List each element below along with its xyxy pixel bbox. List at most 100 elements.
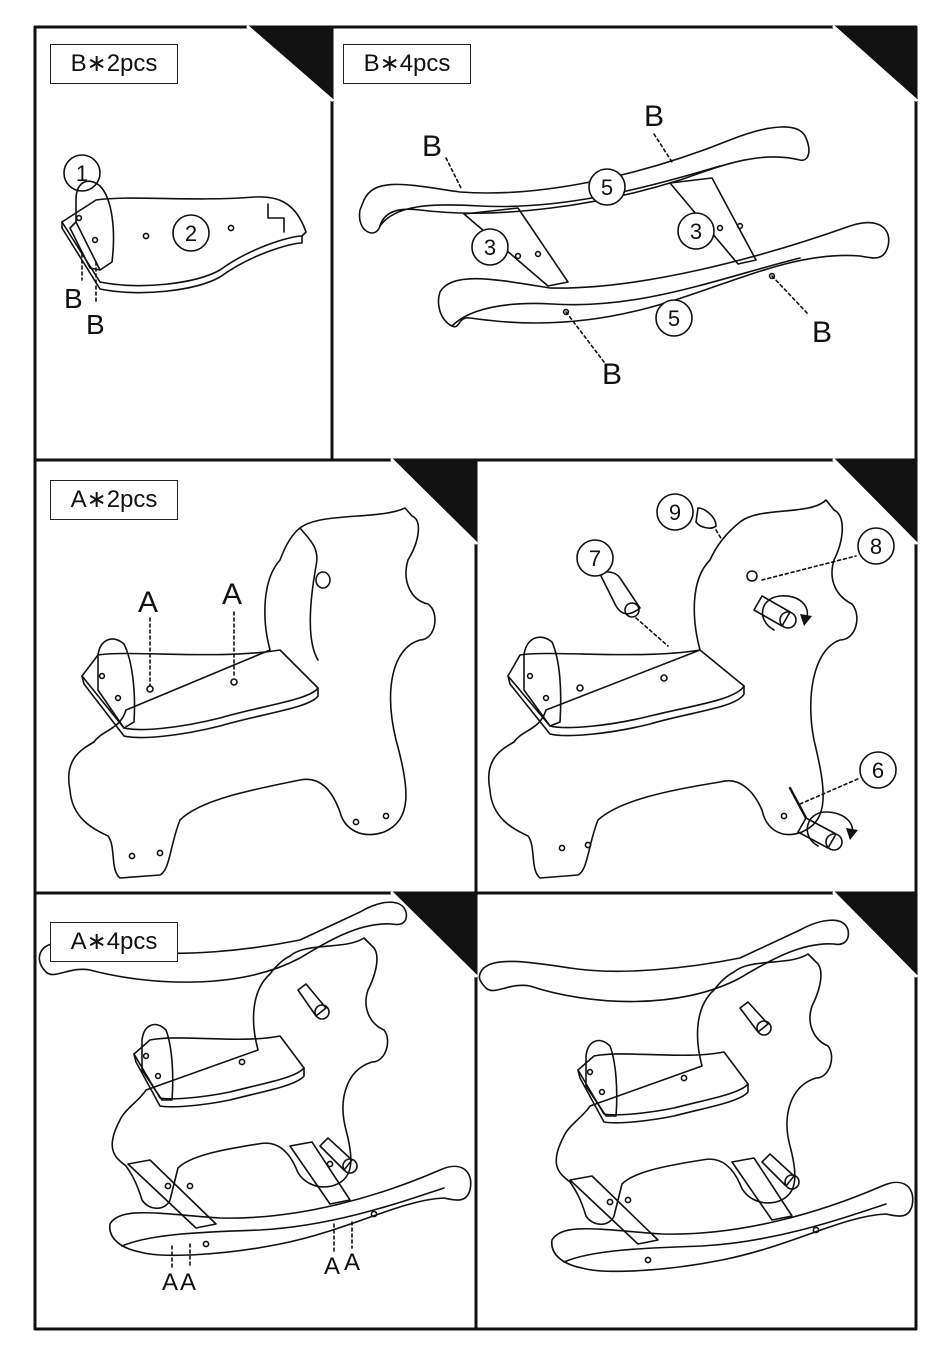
rocker-front-edge: [564, 1204, 886, 1262]
screw-hole: [203, 1241, 208, 1246]
screw-hole: [585, 842, 590, 847]
callout-1-text: 1: [76, 161, 88, 186]
letter-b: B: [812, 316, 832, 349]
screw-hole: [600, 1090, 605, 1095]
screw-hole: [516, 254, 521, 259]
letter-a: A: [162, 1269, 178, 1296]
screw-hole: [231, 679, 237, 685]
screw-hole: [239, 1059, 244, 1064]
horse-body: [69, 508, 435, 878]
letter-b: B: [86, 309, 105, 340]
screw-hole: [371, 1211, 376, 1216]
rocker-front-edge: [452, 258, 800, 326]
seat-board: [134, 1036, 304, 1099]
letter-b: B: [644, 100, 664, 133]
screw-hole: [625, 1197, 630, 1202]
leader-line: [762, 556, 856, 580]
letter-a: A: [344, 1249, 360, 1276]
screw-hole: [157, 850, 162, 855]
handle-dowel-7: [600, 572, 640, 614]
screw-hole: [577, 685, 583, 691]
screw-hole: [781, 813, 786, 818]
screw-hole: [661, 675, 667, 681]
crossbar: [570, 1176, 658, 1244]
letter-a: A: [324, 1253, 340, 1280]
leader-line: [716, 530, 722, 540]
screw-hole: [144, 1054, 149, 1059]
screw-hole: [156, 1074, 161, 1079]
screw-peg: [790, 788, 806, 818]
panel-3-label: A∗2pcs: [50, 480, 178, 520]
letter-b: B: [422, 130, 442, 163]
callout-5-front: 5: [656, 300, 692, 336]
panel-2-label: B∗4pcs: [343, 44, 471, 84]
leader-line: [654, 134, 672, 162]
callout-6-text: 6: [872, 758, 884, 783]
screw-hole: [645, 1257, 650, 1262]
callout-5-text: 5: [601, 175, 613, 200]
screw-hole: [738, 224, 743, 229]
callout-5-back: 5: [589, 169, 625, 205]
seat-board-edge: [82, 676, 318, 738]
backrest: [586, 1041, 617, 1116]
leader-line: [800, 778, 860, 804]
screw-hole: [129, 853, 134, 858]
seat-board: [578, 1052, 748, 1115]
dowel-end: [785, 1175, 799, 1189]
crossbar: [732, 1158, 792, 1220]
callout-5-text: 5: [668, 306, 680, 331]
callout-7-text: 7: [589, 546, 601, 571]
leader-line: [772, 276, 808, 314]
callout-3-right: 3: [678, 213, 714, 249]
leader-line: [636, 618, 668, 646]
horse-body: [489, 500, 857, 878]
seat-notch: [268, 204, 284, 232]
screw-hole: [813, 1227, 818, 1232]
callout-2-text: 2: [185, 221, 197, 246]
screw-hole: [187, 1183, 192, 1188]
callout-1: 1: [64, 155, 100, 191]
handle-dowel: [298, 984, 326, 1016]
callout-9-text: 9: [669, 500, 681, 525]
panel-1-label: B∗2pcs: [50, 44, 178, 84]
backrest: [524, 637, 561, 726]
screw-hole: [147, 686, 153, 692]
screw-hole: [143, 233, 148, 238]
rocker-front: [110, 1166, 471, 1255]
screw-hole: [681, 1075, 686, 1080]
callout-6: 6: [860, 752, 896, 788]
handle-hole: [316, 572, 330, 588]
screw-hole: [77, 216, 82, 221]
letter-b: B: [602, 358, 622, 391]
screw-peg: [747, 571, 757, 581]
foot-dowel: [798, 818, 836, 848]
callout-3-text: 3: [484, 235, 496, 260]
panel-3-drawing: A A: [69, 508, 435, 878]
panel-1-drawing: 1 2 B B: [62, 155, 306, 340]
callout-3-left: 3: [472, 229, 508, 265]
screw-hole: [718, 226, 723, 231]
panel-2-drawing: 5 5 3 3 B B B B: [359, 100, 888, 391]
rocker-back: [479, 920, 848, 1001]
corner-triangle-icon: [248, 27, 916, 976]
rocker-front: [552, 1182, 913, 1271]
foot-dowel: [762, 1154, 794, 1186]
rocker-back-edge: [380, 166, 720, 226]
leader-line: [446, 158, 462, 190]
screw-hole: [559, 845, 564, 850]
callout-2: 2: [173, 215, 209, 251]
screw-hole: [228, 225, 233, 230]
screw-hole: [327, 1161, 332, 1166]
screw-hole: [116, 696, 121, 701]
screw-hole: [536, 252, 541, 257]
screw-hole: [607, 1199, 612, 1204]
callout-9: 9: [657, 494, 693, 530]
callout-3-text: 3: [690, 219, 702, 244]
peg-9: [696, 508, 716, 528]
panel-4-drawing: 9 7 8 6: [489, 494, 896, 878]
backrest: [142, 1025, 173, 1100]
screw-hole: [100, 674, 105, 679]
backrest: [98, 639, 135, 728]
seat-board-edge: [508, 676, 744, 736]
